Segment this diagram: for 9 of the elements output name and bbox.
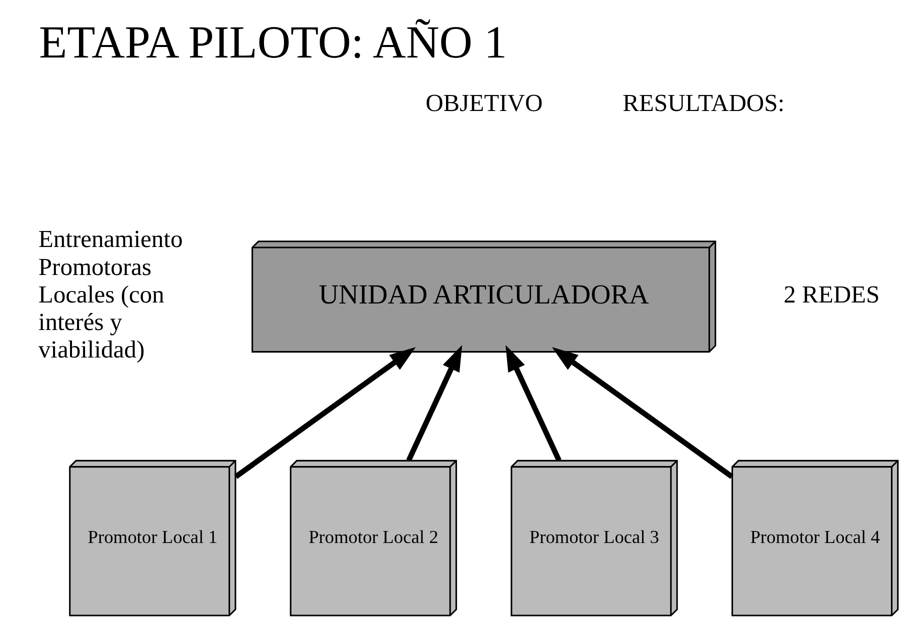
arrow [406,345,462,462]
label: OBJETIVO [426,90,543,117]
label: Entrenamiento Promotoras Locales (con interés y viabilidad) [38,226,183,364]
arrow [506,345,562,462]
arrow [234,347,416,479]
label: RESULTADOS: [622,90,785,117]
arrow [552,347,734,479]
label: 2 REDES [784,281,880,308]
diagram-title: ETAPA PILOTO: AÑO 1 [39,16,507,68]
